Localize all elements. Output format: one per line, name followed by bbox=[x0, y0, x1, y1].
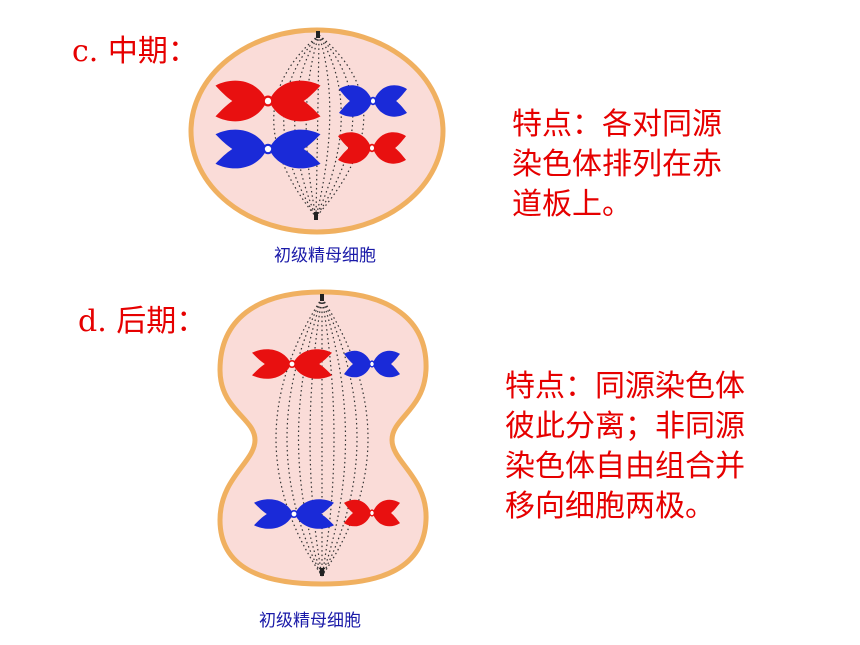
stage-d-feature-line-3: 染色体自由组合并 bbox=[505, 449, 745, 484]
anaphase-centriole-top bbox=[320, 294, 324, 301]
anaphase-cell-membrane bbox=[217, 289, 429, 587]
stage-c-caption: 初级精母细胞 bbox=[274, 246, 376, 266]
anaphase-centriole-bottom bbox=[320, 568, 324, 576]
chromosome-blue-large-metaphase bbox=[215, 129, 321, 169]
anaphase-spindle-fibers bbox=[275, 297, 369, 577]
chromosome-blue-lower-anaphase bbox=[254, 499, 334, 529]
chromosome-blue-small-metaphase bbox=[339, 85, 407, 117]
stage-c-feature-line-2: 染色体排列在赤 bbox=[512, 147, 722, 182]
metaphase-centriole-top bbox=[316, 31, 320, 38]
stage-c-feature-line-1: 特点：各对同源 bbox=[512, 107, 722, 142]
stage-c-label: c. 中期： bbox=[72, 34, 198, 69]
stage-d-feature-line-2: 彼此分离；非同源 bbox=[505, 409, 745, 444]
chromosome-red-upper-anaphase bbox=[252, 349, 332, 379]
metaphase-centriole-bottom bbox=[314, 212, 318, 220]
chromosome-red-lower-anaphase bbox=[344, 499, 400, 527]
chromosome-red-small-metaphase bbox=[338, 132, 406, 164]
stage-d-feature-line-1: 特点：同源染色体 bbox=[505, 369, 745, 404]
stage-d-feature-line-4: 移向细胞两极。 bbox=[505, 489, 715, 524]
metaphase-cell bbox=[188, 27, 446, 235]
metaphase-spindle-fibers bbox=[273, 34, 365, 218]
stage-c-feature-line-3: 道板上。 bbox=[512, 187, 632, 222]
anaphase-cell bbox=[217, 289, 429, 587]
metaphase-cell-membrane bbox=[188, 27, 446, 235]
stage-d-label: d. 后期： bbox=[78, 304, 207, 339]
chromosome-red-large-metaphase bbox=[215, 80, 321, 122]
stage-d-caption: 初级精母细胞 bbox=[259, 611, 361, 631]
chromosome-blue-upper-anaphase bbox=[344, 350, 400, 378]
